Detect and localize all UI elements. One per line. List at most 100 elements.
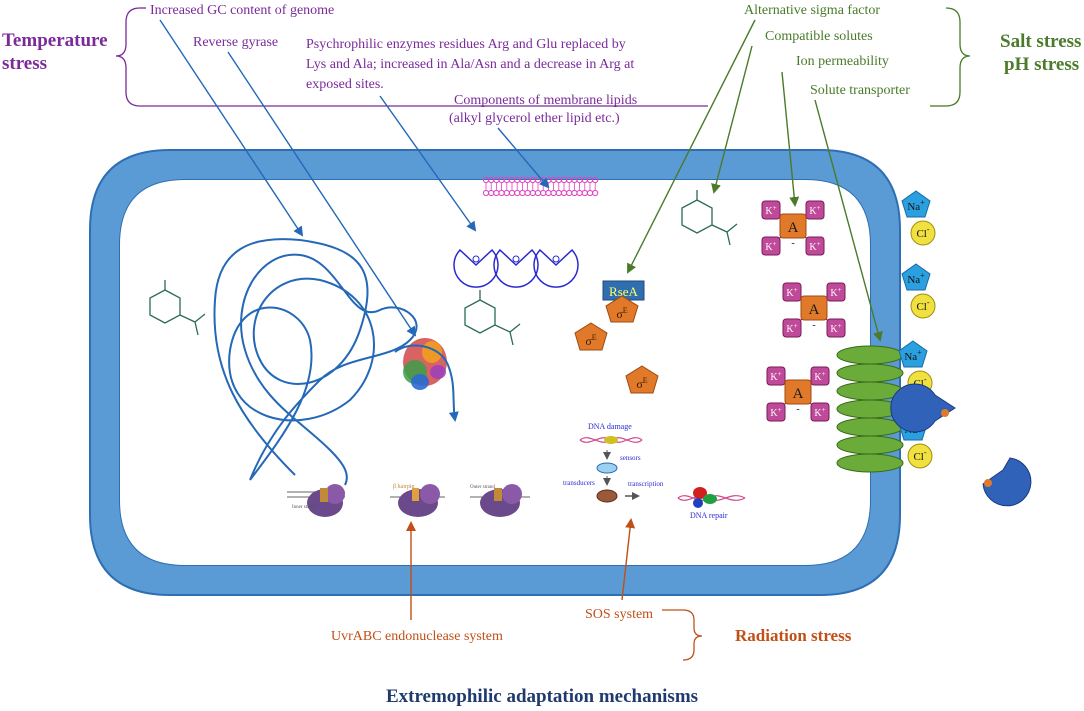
enzyme-1 (453, 248, 499, 288)
sos-pathway: DNA damage sensors transducers transcrip… (563, 422, 746, 520)
potassium-ion (761, 236, 781, 256)
svg-text:Inner strand: Inner strand (292, 505, 317, 510)
svg-text:K+: K+ (786, 286, 797, 299)
solute-molecule-3 (681, 190, 738, 246)
svg-text:A: A (793, 386, 804, 402)
svg-text:transcription: transcription (628, 480, 664, 488)
svg-text:K+: K+ (765, 204, 776, 217)
svg-text:-: - (796, 404, 799, 415)
svg-text:Cl-: Cl- (916, 298, 929, 313)
svg-text:K+: K+ (809, 204, 820, 217)
arrow-sigma-factor (627, 19, 756, 274)
svg-text:Na+: Na+ (904, 348, 922, 363)
psychrophilic-enzymes (453, 248, 579, 288)
rsea-label: RseA (609, 284, 639, 299)
sigma-e-bound (605, 295, 639, 323)
enzymes-label-line3: exposed sites. (306, 77, 384, 92)
arrow-ion-permeability (781, 71, 800, 207)
diagram-title: Extremophilic adaptation mechanisms (386, 686, 698, 707)
lipids-label-line2: (alkyl glycerol ether lipid etc.) (449, 111, 620, 126)
sigma-factor-label: Alternative sigma factor (744, 3, 880, 18)
potassium-ion (782, 282, 802, 302)
svg-text:K+: K+ (809, 240, 820, 253)
lipids-label-line1: Components of membrane lipids (454, 93, 637, 108)
potassium-ion (761, 200, 781, 220)
uvrabc-complex-2: β hairpin (390, 484, 445, 517)
radiation-brace (682, 609, 703, 661)
arrow-sos (621, 518, 636, 601)
chloride-ion (910, 220, 936, 246)
solute-molecule-2 (464, 290, 521, 346)
rsea-complex: RseA σE (602, 280, 645, 323)
svg-text:Na+: Na+ (907, 198, 925, 213)
svg-text:transducers: transducers (563, 479, 595, 487)
uvrabc-complex-1: Inner strand (287, 484, 345, 517)
svg-text:σE: σE (636, 376, 647, 391)
svg-text:-: - (791, 238, 794, 249)
external-transport-protein-1 (890, 383, 956, 433)
cell-interior (120, 180, 870, 565)
svg-text:K+: K+ (770, 370, 781, 383)
salt-ph-stress-group: Alternative sigma factor Compatible solu… (627, 3, 1081, 342)
uvrabc-complex-3: Outer strand (470, 484, 530, 517)
gyrase-dna-loop (394, 344, 459, 422)
cell (89, 149, 901, 596)
salt-stress-label: Salt stress (1000, 31, 1081, 52)
arrow-solute-transporter (814, 99, 883, 342)
radiation-stress-group: UvrABC endonuclease system SOS system Ra… (331, 518, 852, 661)
svg-text:K+: K+ (830, 322, 841, 335)
enzymes-label-line1: Psychrophilic enzymes residues Arg and G… (306, 37, 626, 52)
svg-text:K+: K+ (786, 322, 797, 335)
arrow-compatible-solutes (711, 45, 753, 194)
potassium-ion (805, 236, 825, 256)
svg-text:K+: K+ (770, 406, 781, 419)
svg-text:K+: K+ (814, 406, 825, 419)
anion (784, 379, 812, 405)
chloride-ion (910, 293, 936, 319)
genome-dna-strand (213, 238, 418, 486)
arrow-lipids (497, 127, 550, 189)
ph-stress-label: pH stress (1004, 54, 1079, 75)
compatible-solutes-label: Compatible solutes (765, 29, 873, 44)
lipid-molecule (592, 176, 599, 197)
arrow-gyrase-to-protein (227, 51, 417, 337)
arrow-gc-to-dna (159, 19, 304, 237)
svg-text:sensors: sensors (620, 454, 641, 462)
k-a-cluster: K+K+K+K+A- (766, 366, 830, 422)
sos-label: SOS system (585, 607, 653, 622)
svg-text:Outer strand: Outer strand (470, 485, 495, 490)
potassium-ion (782, 318, 802, 338)
arrow-enzymes (379, 95, 477, 232)
potassium-ion (766, 402, 786, 422)
sodium-ion (901, 190, 931, 218)
potassium-ion (826, 318, 846, 338)
sodium-ion (901, 263, 931, 291)
svg-text:β hairpin: β hairpin (393, 484, 415, 490)
anion (779, 213, 807, 239)
potassium-ion (805, 200, 825, 220)
potassium-anion-clusters: K+K+K+K+A-K+K+K+K+A-K+K+K+K+A- (761, 200, 846, 422)
potassium-ion (826, 282, 846, 302)
svg-text:-: - (812, 320, 815, 331)
gc-content-label: Increased GC content of genome (150, 3, 334, 18)
enzyme-3 (533, 248, 579, 288)
membrane-lipid-bilayer (482, 176, 599, 197)
temperature-brace (115, 7, 141, 107)
svg-text:Na+: Na+ (907, 271, 925, 286)
potassium-ion (766, 366, 786, 386)
sodium-ion (898, 340, 928, 368)
svg-text:A: A (809, 302, 820, 318)
k-a-cluster: K+K+K+K+A- (782, 282, 846, 338)
svg-text:stress: stress (2, 53, 47, 74)
reverse-gyrase-label: Reverse gyrase (193, 35, 278, 50)
na-cl-pair: Na+ Cl- (901, 190, 936, 246)
potassium-ion (810, 402, 830, 422)
solute-molecule-1 (149, 280, 206, 336)
anion (800, 295, 828, 321)
uvrabc-label: UvrABC endonuclease system (331, 629, 503, 644)
svg-text:Cl-: Cl- (916, 225, 929, 240)
svg-text:σE: σE (616, 306, 627, 321)
k-a-cluster: K+K+K+K+A- (761, 200, 825, 256)
svg-text:A: A (788, 220, 799, 236)
